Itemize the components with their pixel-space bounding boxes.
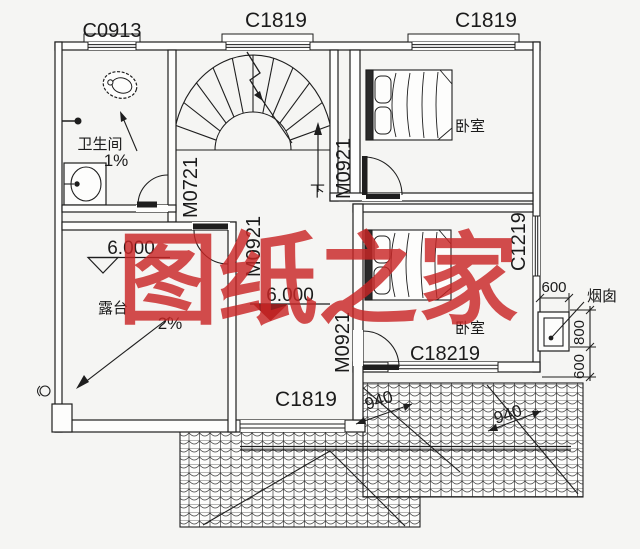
room-label-terrace: 露台 bbox=[98, 300, 128, 317]
door-label-m0921-bedroom2: M0921 bbox=[332, 312, 354, 373]
dimension-roof-940-left bbox=[355, 403, 413, 425]
roof-lower-right bbox=[362, 382, 584, 498]
window-label-c1819-stair: C1819 bbox=[245, 9, 307, 32]
dimension-roof-940-right bbox=[487, 410, 542, 432]
window-label-c18219: C18219 bbox=[410, 343, 480, 365]
level-marker-terrace bbox=[86, 256, 170, 274]
terrace-drain bbox=[37, 385, 51, 397]
bed-bedroom1 bbox=[365, 69, 453, 141]
stair-direction-break-arrow bbox=[246, 51, 293, 144]
doors bbox=[136, 156, 403, 370]
slope-label-terrace: 2% bbox=[158, 314, 183, 333]
bed-bedroom2 bbox=[364, 229, 452, 301]
watermark: 图纸之家 bbox=[118, 225, 518, 337]
chimney-label: 烟囱 bbox=[587, 288, 617, 305]
slope-arrow-terrace bbox=[76, 316, 171, 389]
window-label-c1819-hall: C1819 bbox=[275, 388, 337, 411]
dimension-chimney-vertical bbox=[542, 305, 596, 382]
roof-ridge-and-hips bbox=[202, 384, 579, 527]
staircase bbox=[170, 54, 336, 151]
stair-down-arrow bbox=[314, 122, 322, 192]
room-label-bedroom1: 卧室 bbox=[455, 118, 485, 135]
slope-label-bathroom: 1% bbox=[104, 151, 129, 170]
door-label-m0921-bedroom1: M0921 bbox=[333, 138, 355, 199]
chimney bbox=[537, 301, 585, 352]
window-label-c1219: C1219 bbox=[508, 212, 530, 271]
dimension-chimney-width bbox=[535, 293, 574, 312]
toilet bbox=[102, 71, 138, 99]
sink bbox=[63, 162, 107, 206]
level-label-terrace: 6.000 bbox=[107, 238, 155, 259]
slope-arrow-bathroom bbox=[120, 111, 138, 152]
room-label-bathroom: 卫生间 bbox=[77, 136, 122, 153]
door-label-m0921-terrace: M0921 bbox=[243, 216, 265, 277]
window-label-c0913: C0913 bbox=[83, 20, 142, 42]
labels: C0913 C1819 C1819 M0721 M0921 M0921 M092… bbox=[77, 9, 617, 428]
room-label-bedroom2: 卧室 bbox=[455, 320, 485, 337]
level-marker-hall bbox=[250, 303, 330, 321]
dim-label-chimney-height: 800 bbox=[571, 320, 588, 345]
stair-down-label: 下 bbox=[310, 183, 325, 200]
door-label-m0721: M0721 bbox=[180, 157, 202, 218]
window-label-c1819-bedroom1: C1819 bbox=[455, 9, 517, 32]
dim-label-chimney-offset: 600 bbox=[571, 354, 588, 379]
dim-label-chimney-width: 600 bbox=[541, 279, 566, 296]
level-label-hall: 6.000 bbox=[266, 285, 314, 306]
